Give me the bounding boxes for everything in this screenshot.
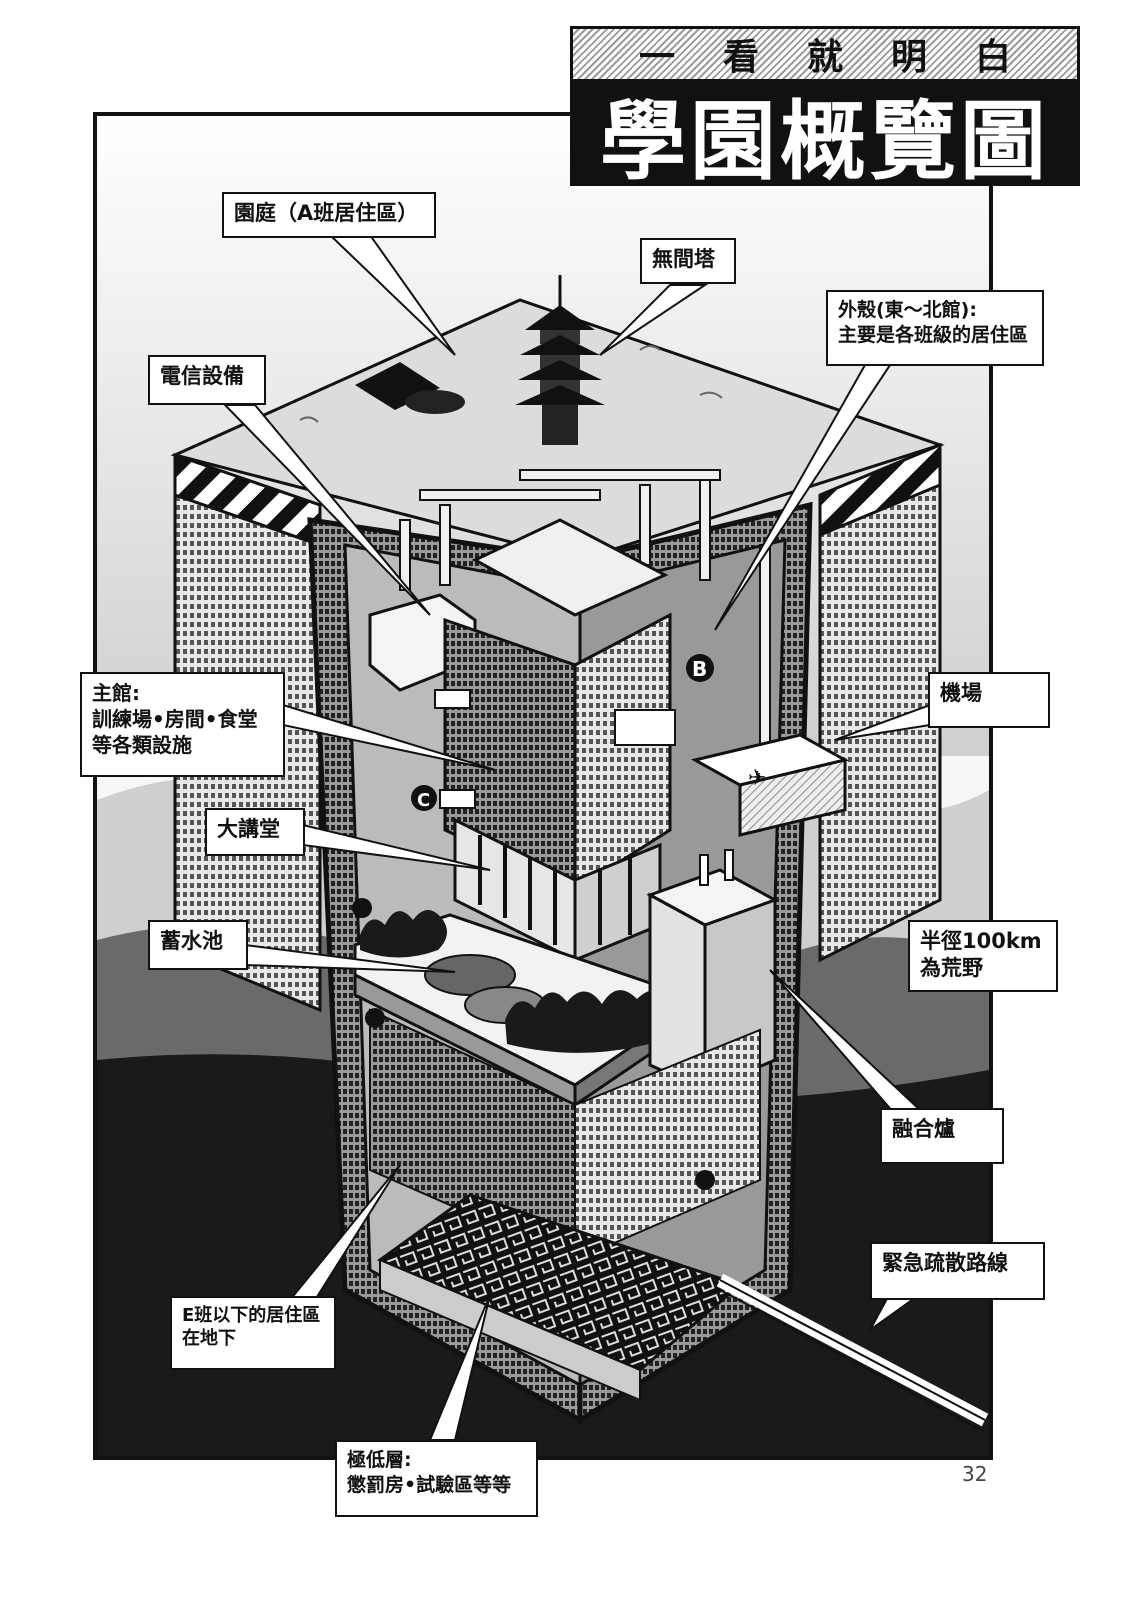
main-building [434, 518, 676, 893]
title-main-band: 學園概覽圖 [573, 81, 1077, 192]
page-title: 學園概覽圖 [600, 91, 1050, 192]
utility-pipes [399, 469, 771, 746]
page-number: 32 [962, 1462, 988, 1486]
label-reservoir: 蓄水池 [148, 920, 248, 970]
label-fusion-reactor: 融合爐 [880, 1108, 1004, 1164]
building-letter-c: C [417, 790, 430, 811]
title-block: 一看就明白 學園概覽圖 [570, 26, 1080, 192]
label-outer-shell: 外殼(東～北館): 主要是各班級的居住區 [826, 290, 1044, 366]
label-garden: 園庭（A班居住區） [222, 192, 436, 238]
label-main-building: 主館: 訓練場•房間•食堂 等各類設施 [80, 672, 285, 777]
label-class-e-housing: E班以下的居住區 在地下 [170, 1296, 336, 1370]
label-evacuation-route: 緊急疏散路線 [870, 1242, 1045, 1300]
mugen-tower [515, 275, 605, 445]
garden-deck [353, 910, 704, 1108]
label-lecture-hall: 大講堂 [205, 808, 305, 856]
outer-shell-east-block [818, 442, 942, 963]
lecture-hall [453, 817, 662, 963]
svg-text:✈: ✈ [748, 766, 766, 791]
label-lowest-floor: 極低層: 懲罰房•試驗區等等 [335, 1440, 538, 1517]
label-airport: 機場 [928, 672, 1050, 728]
title-subheading: 一看就明白 [638, 36, 1059, 78]
label-tower: 無間塔 [640, 238, 736, 284]
title-subheading-band: 一看就明白 [573, 29, 1077, 79]
evacuation-tunnel [716, 1273, 989, 1433]
building-badges [352, 654, 715, 1190]
building-letter-b: B [692, 657, 707, 681]
airport-hangar: ✈ [690, 733, 850, 837]
label-telecom: 電信設備 [148, 355, 266, 405]
label-wasteland: 半徑100km 為荒野 [908, 920, 1058, 992]
label-pointers [222, 234, 931, 1441]
